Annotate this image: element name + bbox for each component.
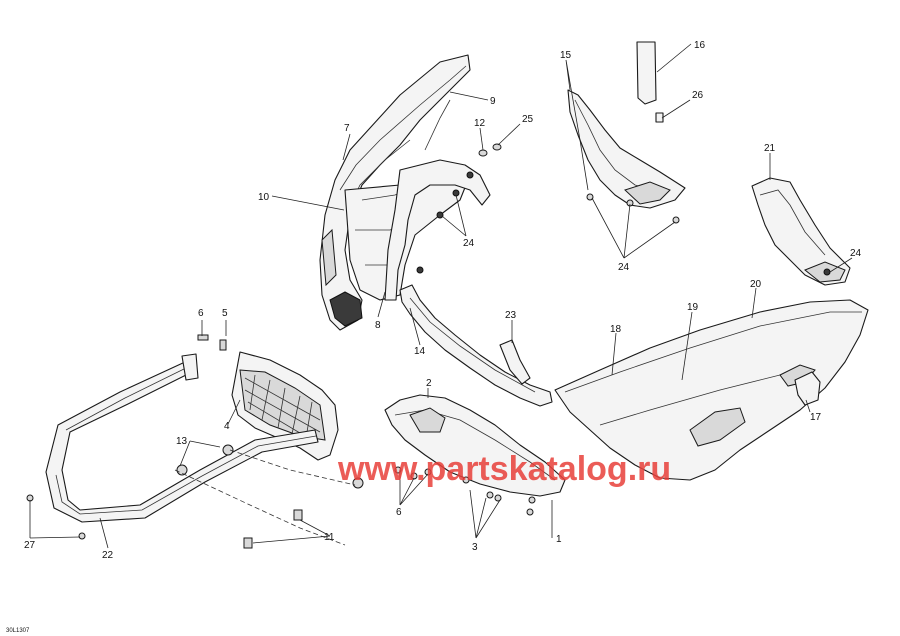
callout-11: 11 — [324, 532, 335, 543]
fasteners — [26, 143, 831, 549]
assembly-lines — [174, 449, 356, 546]
callout-4: 4 — [224, 421, 230, 432]
callout-6b: 6 — [396, 507, 402, 518]
callout-18: 18 — [610, 324, 622, 335]
callout-14: 14 — [414, 346, 426, 357]
callout-8: 8 — [375, 320, 381, 331]
callout-23: 23 — [505, 310, 517, 321]
callout-17: 17 — [810, 412, 822, 423]
callout-3: 3 — [472, 542, 478, 553]
side-panel-part — [554, 299, 869, 481]
watermark-text: www.partskatalog.ru — [337, 450, 671, 488]
callout-25: 25 — [522, 114, 534, 125]
callout-22: 22 — [102, 550, 114, 561]
callout-24b: 24 — [618, 262, 630, 273]
callout-1: 1 — [556, 534, 562, 545]
callout-21: 21 — [764, 143, 776, 154]
callout-12: 12 — [474, 118, 486, 129]
callout-24a: 24 — [463, 238, 475, 249]
callout-26: 26 — [692, 90, 704, 101]
callout-24c: 24 — [850, 248, 862, 259]
front-fascia-part — [319, 54, 491, 331]
support-bracket-part — [399, 284, 553, 407]
lower-panel-part — [384, 394, 566, 497]
callout-2: 2 — [426, 378, 432, 389]
callout-numbers: 1 2 3 4 5 6 6 7 8 9 10 11 12 13 14 15 16… — [24, 40, 862, 561]
callout-16: 16 — [694, 40, 706, 51]
callout-13: 13 — [176, 436, 188, 447]
callout-27: 27 — [24, 540, 36, 551]
bumper-part — [45, 353, 319, 523]
callout-20: 20 — [750, 279, 762, 290]
callout-5: 5 — [222, 308, 228, 319]
leader-lines — [29, 43, 853, 549]
callout-15: 15 — [560, 50, 572, 61]
callout-10: 10 — [258, 192, 270, 203]
drawing-code: 30L1307 — [6, 628, 30, 634]
callout-19: 19 — [687, 302, 699, 313]
callout-6a: 6 — [198, 308, 204, 319]
side-bracket-part — [567, 41, 686, 209]
callout-7: 7 — [344, 123, 350, 134]
callout-9: 9 — [490, 96, 496, 107]
